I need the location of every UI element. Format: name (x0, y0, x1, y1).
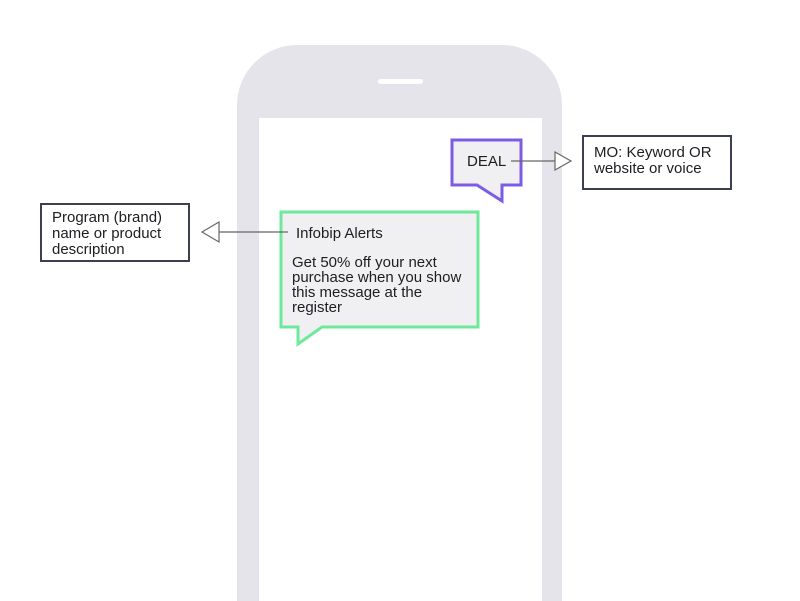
arrow-right-icon (554, 150, 573, 172)
alert-bubble (279, 210, 480, 347)
arrow-left-icon (200, 220, 220, 244)
deal-bubble (450, 138, 523, 204)
alert-body: Get 50% off your next purchase when you … (292, 254, 462, 316)
deal-text: DEAL (467, 153, 507, 170)
phone-speaker (378, 79, 423, 84)
phone-screen (259, 118, 542, 601)
alert-title: Infobip Alerts (296, 225, 383, 242)
mo-label-box: MO: Keyword OR website or voice (582, 135, 732, 190)
program-label-box: Program (brand) name or product descript… (40, 203, 190, 262)
